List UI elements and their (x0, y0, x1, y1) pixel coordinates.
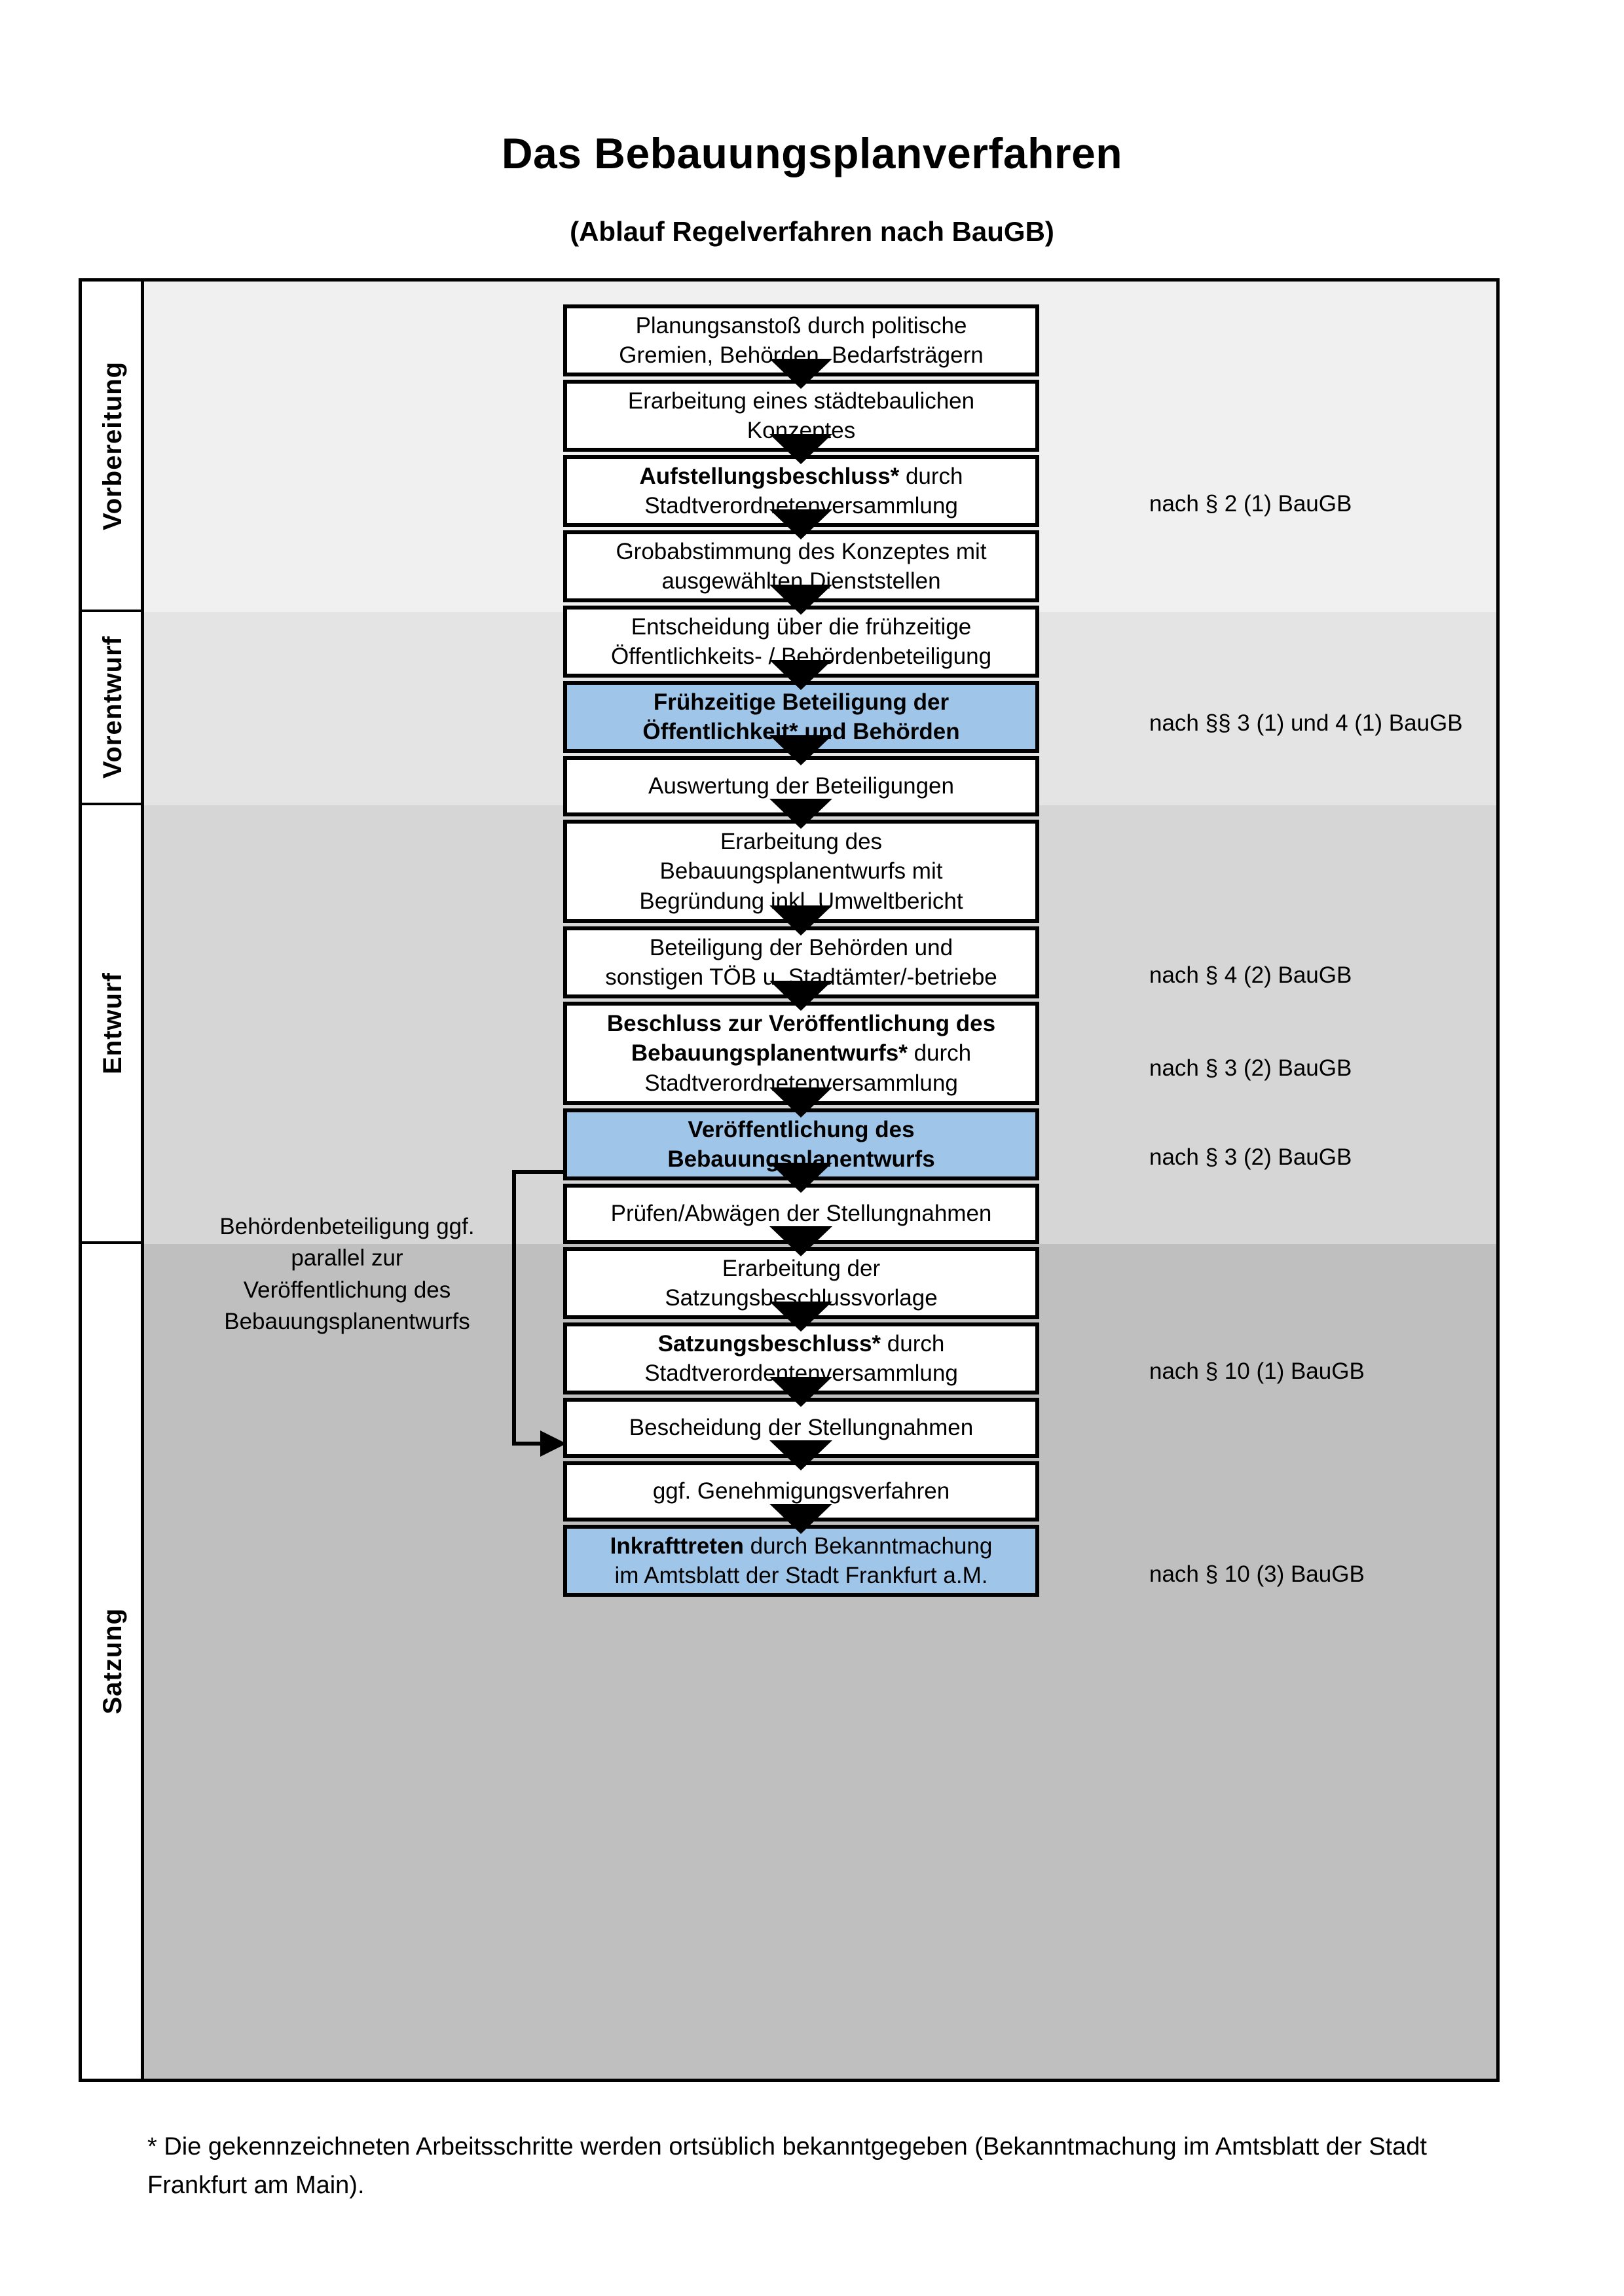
flow-arrow-icon (769, 1302, 832, 1332)
page-subtitle: (Ablauf Regelverfahren nach BauGB) (570, 216, 1054, 247)
flow-arrow-icon (769, 1440, 832, 1470)
legal-reference: nach § 3 (2) BauGB (1149, 1055, 1352, 1081)
step-line: Satzungsbeschluss* (657, 1330, 881, 1357)
phase-label-vorentwurf: Vorentwurf (82, 612, 144, 805)
legal-reference: nach § 10 (1) BauGB (1149, 1358, 1365, 1384)
step-line: Bebauungsplanentwurfs mit (659, 858, 943, 884)
flow-arrow-icon (769, 585, 832, 615)
legal-reference: nach § 2 (1) BauGB (1149, 491, 1352, 517)
step-line: Erarbeitung der (722, 1255, 881, 1281)
step-line: Erarbeitung des (720, 828, 883, 854)
flow-arrow-icon (769, 1377, 832, 1407)
step-box[interactable]: ggf. Genehmigungsverfahren (563, 1461, 1039, 1522)
flow-arrow-icon (769, 735, 832, 765)
step-line: Veröffentlichung des (688, 1116, 915, 1142)
flow-arrow-icon (769, 1163, 832, 1193)
flow-arrow-icon (769, 1226, 832, 1256)
phase-label-entwurf: Entwurf (82, 805, 144, 1244)
legal-reference: nach §§ 3 (1) und 4 (1) BauGB (1149, 710, 1463, 736)
flowchart-frame: Vorbereitung Vorentwurf Entwurf Satzung … (79, 278, 1500, 2082)
phase-label-text: Vorbereitung (98, 361, 127, 530)
step-line: Inkrafttreten (610, 1533, 744, 1559)
step-line: Auswertung der Beteiligungen (648, 773, 954, 799)
footnote: * Die gekennzeichneten Arbeitsschritte w… (147, 2133, 1427, 2199)
step-line: Beschluss zur Veröffentlichung des (606, 1010, 996, 1036)
phase-label-column: Vorbereitung Vorentwurf Entwurf Satzung (82, 282, 144, 2079)
step-line: Aufstellungsbeschluss* (639, 463, 900, 489)
step-line-suffix: durch (899, 463, 963, 489)
step-line: ggf. Genehmigungsverfahren (652, 1478, 950, 1504)
phase-label-text: Vorentwurf (98, 636, 127, 779)
flow-arrow-icon (769, 905, 832, 936)
step-line-suffix: durch (881, 1330, 945, 1357)
flow-arrow-icon (769, 660, 832, 690)
step-line-suffix: durch Bekanntmachung (743, 1533, 993, 1559)
flow-arrow-icon (769, 1087, 832, 1118)
flow-arrow-icon (769, 359, 832, 389)
page-title: Das Bebauungsplanverfahren (501, 129, 1123, 177)
flow-arrow-icon (769, 1504, 832, 1534)
step-line: Prüfen/Abwägen der Stellungnahmen (610, 1201, 992, 1227)
flow-arrow-icon (769, 434, 832, 464)
step-line-suffix: durch (907, 1040, 972, 1066)
step-line: Grobabstimmung des Konzeptes mit (616, 538, 987, 564)
flow-arrow-icon (769, 799, 832, 829)
step-line: Planungsanstoß durch politische (635, 312, 967, 338)
step-line: Frühzeitige Beteiligung der (653, 689, 950, 715)
phase-label-text: Satzung (98, 1608, 127, 1715)
step-line: Bescheidung der Stellungnahmen (629, 1415, 974, 1441)
legal-reference: nach § 3 (2) BauGB (1149, 1144, 1352, 1170)
step-line: Erarbeitung eines städtebaulichen (627, 388, 975, 414)
phase-label-vorbereitung: Vorbereitung (82, 282, 144, 612)
flow-arrow-icon (769, 981, 832, 1011)
legal-reference: nach § 10 (3) BauGB (1149, 1561, 1365, 1587)
step-box-highlighted[interactable]: Inkrafttreten durch Bekanntmachung im Am… (563, 1525, 1039, 1597)
flow-arrow-icon (769, 509, 832, 539)
side-note-behoerdenbeteiligung: Behördenbeteiligung ggf. parallel zur Ve… (219, 1214, 475, 1334)
legal-reference: nach § 4 (2) BauGB (1149, 962, 1352, 988)
step-line: Bebauungsplanentwurfs* (631, 1040, 908, 1066)
step-line: im Amtsblatt der Stadt Frankfurt a.M. (614, 1563, 988, 1588)
step-line: Entscheidung über die frühzeitige (631, 613, 972, 640)
phase-label-text: Entwurf (98, 972, 127, 1074)
phase-label-satzung: Satzung (82, 1244, 144, 2079)
step-line: Beteiligung der Behörden und (649, 934, 953, 960)
